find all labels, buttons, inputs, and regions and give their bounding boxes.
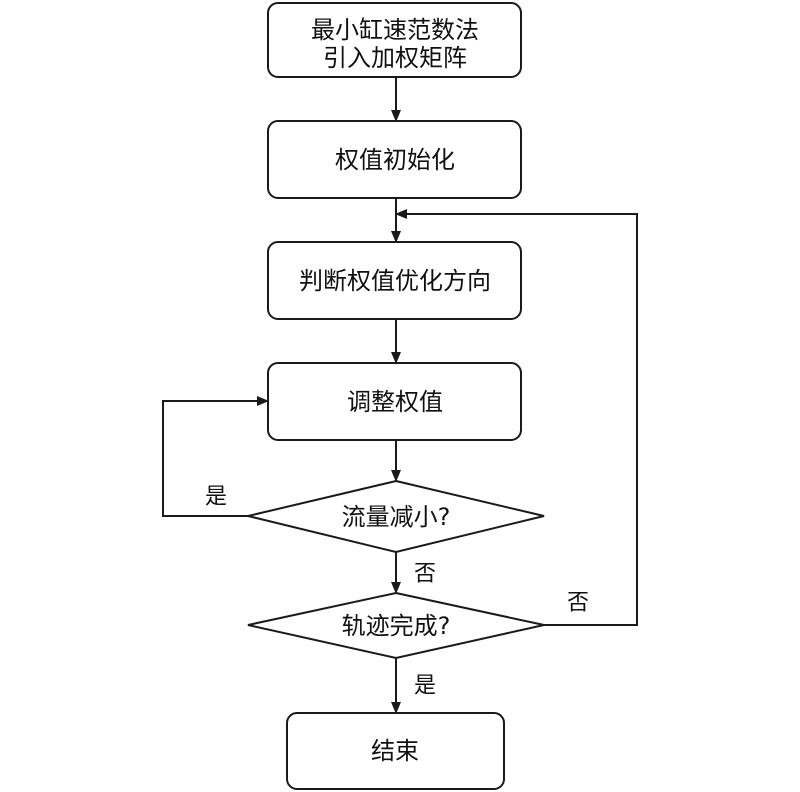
node-init-method: 最小缸速范数法 引入加权矩阵 — [267, 2, 522, 78]
node-adjust-weight: 调整权值 — [267, 362, 522, 441]
node-weight-init: 权值初始化 — [267, 120, 522, 199]
arrow-trajectory-no-loop — [395, 209, 638, 626]
edge-label-trajectory-yes: 是 — [414, 674, 436, 699]
node-adjust-weight-label: 调整权值 — [347, 388, 443, 416]
node-end-label: 结束 — [371, 737, 419, 765]
node-judge-direction-label: 判断权值优化方向 — [299, 267, 491, 295]
node-judge-direction: 判断权值优化方向 — [267, 241, 522, 320]
edge-label-flow-no: 否 — [414, 562, 436, 587]
decision-trajectory-done: 轨迹完成? — [247, 591, 545, 660]
edge-label-trajectory-no: 否 — [567, 591, 589, 616]
node-init-method-line1: 最小缸速范数法 — [311, 16, 479, 44]
decision-trajectory-done-label: 轨迹完成? — [342, 612, 451, 640]
arrow-flow-yes-loop — [162, 396, 269, 517]
decision-flow-decrease: 流量减小? — [247, 479, 545, 554]
node-init-method-line2: 引入加权矩阵 — [323, 44, 467, 72]
decision-flow-decrease-label: 流量减小? — [342, 503, 451, 531]
node-weight-init-label: 权值初始化 — [335, 146, 455, 174]
edge-label-flow-yes: 是 — [205, 485, 227, 510]
node-end: 结束 — [286, 712, 505, 790]
